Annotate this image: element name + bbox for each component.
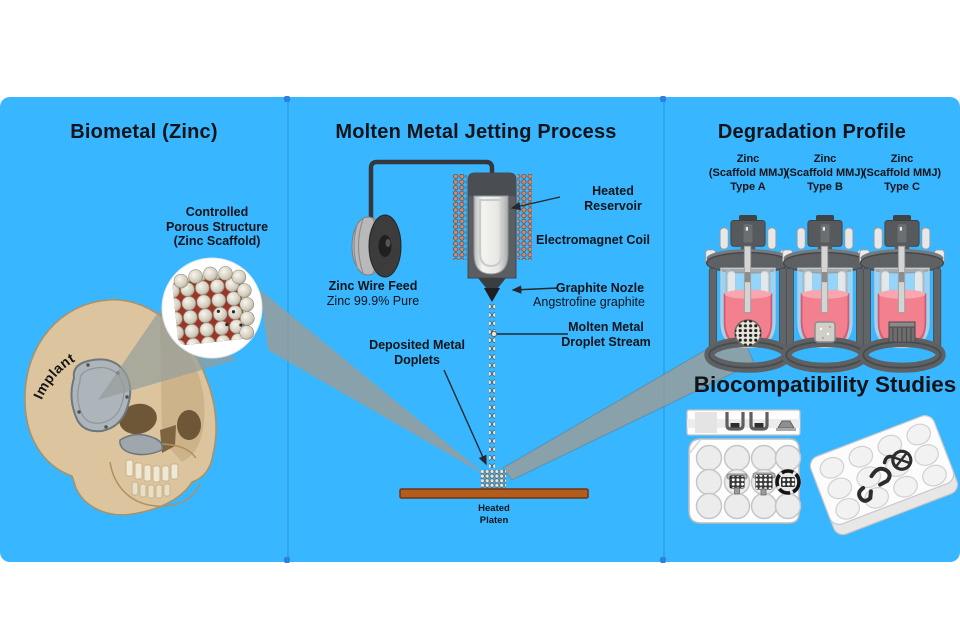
well-plate-isometric	[809, 415, 959, 536]
heated-reservoir-body	[467, 172, 517, 302]
bioreactor-type-b	[783, 215, 868, 368]
right-panel-title: Degradation Profile	[717, 121, 907, 143]
panel-divider-right	[663, 97, 665, 562]
callout-beam-implant	[98, 292, 236, 400]
platen-label: Heated Platen	[478, 503, 510, 526]
skull-eye-socket	[119, 403, 157, 435]
skull-eye-socket	[177, 410, 201, 440]
divider-notch	[660, 557, 666, 563]
retrieved-implant-specimens	[857, 449, 913, 503]
skull-teeth	[125, 459, 179, 499]
heated-reservoir-label: Heated Reservoir	[584, 184, 642, 213]
bioreactor-type-c	[860, 215, 945, 368]
sample-scaffold-a	[734, 319, 762, 347]
well-sample-holder	[752, 472, 776, 496]
deposited-droplets	[481, 470, 506, 489]
middle-panel-title: Molten Metal Jetting Process	[335, 121, 617, 143]
callout-beam-to-platen	[260, 290, 487, 476]
divider-notch	[284, 557, 290, 563]
wire-purity-label: Zinc 99.9% Pure	[326, 294, 420, 308]
biocompatibility-title: Biocompatibility Studies	[693, 372, 957, 397]
left-panel-title: Biometal (Zinc)	[70, 121, 218, 143]
electromagnet-coil-right	[517, 174, 532, 260]
droplet-stream-label: Molten Metal Droplet Stream	[561, 320, 651, 349]
divider-notch	[660, 96, 666, 102]
wire-feed-label: Zinc Wire Feed	[328, 279, 418, 293]
graphite-nozzle-label: Graphite Nozle	[555, 281, 645, 295]
column-label-type-c: Zinc (Scaffold MMJ) Type C	[862, 153, 942, 193]
graphite-sub-label: Angstrofine graphite	[533, 295, 645, 309]
well-sample-ring	[775, 469, 801, 495]
well-plate-cross-section	[686, 409, 801, 436]
column-label-type-a: Zinc (Scaffold MMJ) Type A	[708, 153, 788, 193]
deposited-label: Deposited Metal Doplets	[369, 338, 465, 367]
divider-notch	[284, 96, 290, 102]
scaffold-inset	[161, 257, 263, 359]
pointer-lines	[443, 196, 568, 466]
well-sample-holder	[726, 473, 748, 495]
droplet-stream	[489, 303, 495, 468]
well-plate-front	[688, 438, 802, 524]
electromagnet-coil-label: Electromagnet Coil	[536, 233, 650, 247]
inset-label: Controlled Porous Structure (Zinc Scaffo…	[165, 205, 269, 248]
sample-ribbed-c	[888, 321, 916, 343]
cheek-implant	[119, 433, 164, 456]
wire-spool	[351, 214, 402, 278]
column-label-type-b: Zinc (Scaffold MMJ) Type B	[785, 153, 865, 193]
heated-platen	[399, 488, 589, 499]
highlighted-droplet	[490, 330, 497, 337]
electromagnet-coil-left	[452, 174, 467, 260]
sample-cube-b	[814, 321, 836, 343]
